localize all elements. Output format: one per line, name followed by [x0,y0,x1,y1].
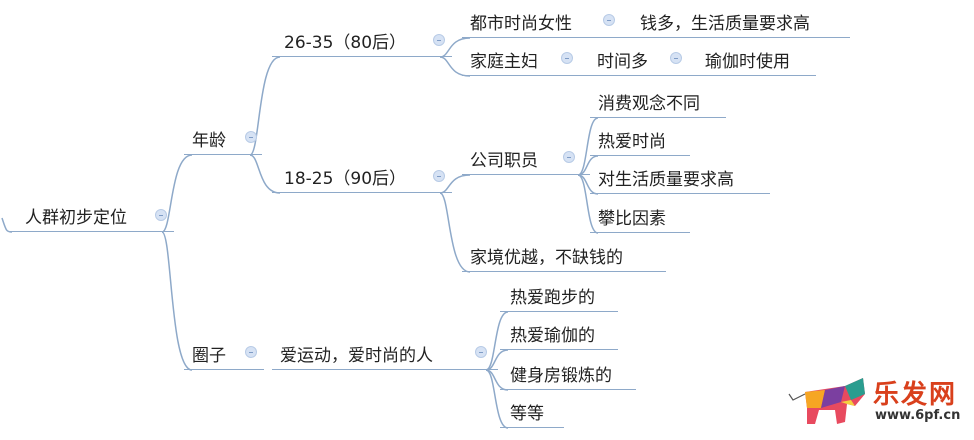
node-circle[interactable]: 圈子 [184,344,264,370]
list-item[interactable]: 攀比因素 [590,207,690,233]
list-item[interactable]: 热爱跑步的 [500,286,618,312]
node-root[interactable]: 人群初步定位 [8,206,174,232]
list-item[interactable]: 健身房锻炼的 [500,364,636,390]
connector-line [485,311,509,371]
bull-logo-icon [788,378,865,424]
collapse-circle-icon[interactable] [245,346,257,358]
list-item[interactable]: 消费观念不同 [590,92,726,118]
collapse-80s-icon[interactable] [433,34,445,46]
list-item[interactable]: 热爱时尚 [590,130,690,156]
list-item[interactable]: 热爱瑜伽的 [500,324,618,350]
node-wealthy-family[interactable]: 家境优越，不缺钱的 [462,246,666,272]
connector-line [577,174,599,234]
connector-line [249,154,281,194]
node-urban-women[interactable]: 都市时尚女性 [462,12,628,38]
node-office-staff[interactable]: 公司职员 [462,149,590,175]
collapse-age-icon[interactable] [245,131,257,143]
node-yoga-use[interactable]: 瑜伽时使用 [696,50,816,76]
watermark-name: 乐发网 [873,380,958,410]
node-rich-quality[interactable]: 钱多，生活质量要求高 [628,12,850,38]
collapse-90s-icon[interactable] [433,170,445,182]
connector-line [161,231,193,371]
node-age-80s[interactable]: 26-35（80后） [272,31,452,57]
connector-line [249,56,281,156]
connector-line [439,192,471,273]
connector-line [577,117,599,176]
collapse-time-icon[interactable] [670,52,682,64]
list-item[interactable]: 等等 [500,402,564,428]
node-age[interactable]: 年龄 [184,129,262,155]
collapse-urban-icon[interactable] [603,14,615,26]
collapse-housewife-icon[interactable] [561,52,573,64]
node-sporty-people[interactable]: 爱运动，爱时尚的人 [272,344,498,370]
node-age-90s[interactable]: 18-25（90后） [272,167,452,193]
collapse-staff-icon[interactable] [563,151,575,163]
node-housewife[interactable]: 家庭主妇 [462,50,588,76]
list-item[interactable]: 对生活质量要求高 [590,168,770,194]
connector-line [485,369,509,429]
watermark-logo: 乐发网 www.6pf.cn [785,372,970,432]
node-more-time[interactable]: 时间多 [588,50,696,76]
collapse-root-icon[interactable] [155,209,167,221]
connector-line [161,154,193,233]
collapse-sporty-icon[interactable] [475,346,487,358]
watermark-url: www.6pf.cn [875,408,961,423]
